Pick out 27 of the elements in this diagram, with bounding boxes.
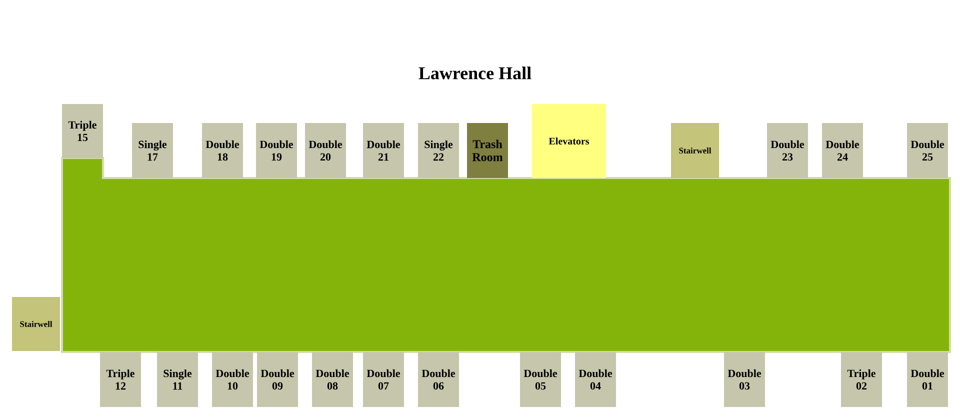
room-box: Single 17 xyxy=(132,123,173,178)
title: Lawrence Hall xyxy=(418,66,532,80)
room-box: Triple 15 xyxy=(62,104,103,158)
room-box: Double 09 xyxy=(257,352,298,407)
room-box: Double 04 xyxy=(575,352,616,407)
room-box: Double 20 xyxy=(305,123,346,178)
room-box: Double 10 xyxy=(212,352,253,407)
room-box: Triple 02 xyxy=(841,352,882,407)
room-box: Double 05 xyxy=(520,352,561,407)
room-box: Double 07 xyxy=(363,352,404,407)
room-box: Single 22 xyxy=(418,123,459,178)
elevator-box: Elevators xyxy=(532,104,606,178)
room-box: Double 25 xyxy=(907,123,948,178)
room-box: Triple 12 xyxy=(100,352,141,407)
stairwell-box: Stairwell xyxy=(12,297,60,351)
trash-room-box: Trash Room xyxy=(467,123,508,178)
room-box: Double 03 xyxy=(724,352,765,407)
room-box: Double 06 xyxy=(418,352,459,407)
room-box: Double 01 xyxy=(907,352,948,407)
room-box: Double 08 xyxy=(312,352,353,407)
room-box: Single 11 xyxy=(157,352,198,407)
room-box: Double 19 xyxy=(256,123,297,178)
room-box: Double 23 xyxy=(767,123,808,178)
stairwell-box: Stairwell xyxy=(671,123,719,178)
room-box: Double 18 xyxy=(202,123,243,178)
room-box: Double 24 xyxy=(822,123,863,178)
room-box: Double 21 xyxy=(363,123,404,178)
